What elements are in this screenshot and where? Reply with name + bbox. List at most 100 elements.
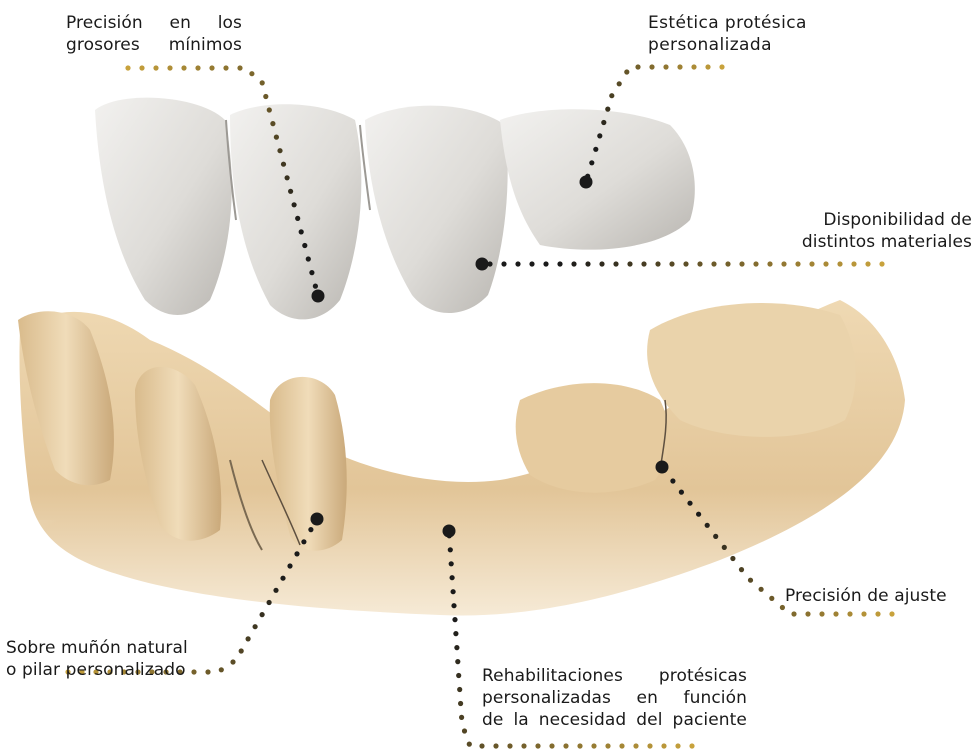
- leader-dot: [454, 645, 459, 650]
- leader-dot: [713, 534, 718, 539]
- label-estetica: Estética protésica personalizada: [648, 12, 828, 56]
- leader-dot: [677, 64, 682, 69]
- leader-dot: [725, 261, 730, 266]
- leader-endpoint: [312, 290, 325, 303]
- leader-dot: [253, 624, 258, 629]
- leader-dot: [879, 261, 884, 266]
- leader-dot: [455, 659, 460, 664]
- leader-dot: [633, 743, 638, 748]
- leader-dot: [577, 743, 582, 748]
- leader-dot: [288, 189, 293, 194]
- leader-dot: [889, 611, 894, 616]
- leader-dot: [851, 261, 856, 266]
- leader-dot: [593, 147, 598, 152]
- leader-dot: [613, 261, 618, 266]
- leader-dot: [449, 561, 454, 566]
- leader-dot: [609, 93, 614, 98]
- leader-dot: [691, 64, 696, 69]
- leader-dot: [153, 65, 158, 70]
- leader-dot: [767, 261, 772, 266]
- leader-dot: [263, 94, 268, 99]
- leader-dot: [549, 743, 554, 748]
- leader-dot: [223, 65, 228, 70]
- label-rehabilitaciones: Rehabilitaciones protésicas personalizad…: [482, 665, 747, 731]
- leader-dot: [730, 556, 735, 561]
- leader-dot: [507, 743, 512, 748]
- leader-dot: [563, 743, 568, 748]
- leader-dot: [837, 261, 842, 266]
- leader-dot: [823, 261, 828, 266]
- leader-dot: [230, 659, 235, 664]
- leader-dot: [661, 743, 666, 748]
- leader-dot: [308, 527, 313, 532]
- leader-dot: [181, 65, 186, 70]
- leader-dot: [453, 631, 458, 636]
- leader-dot: [273, 588, 278, 593]
- leader-dot: [535, 743, 540, 748]
- leader-dot: [805, 611, 810, 616]
- leader-dot: [847, 611, 852, 616]
- leader-dot: [711, 261, 716, 266]
- leader-dot: [467, 742, 472, 747]
- leader-dot: [627, 261, 632, 266]
- leader-dot: [759, 587, 764, 592]
- leader-dot: [795, 261, 800, 266]
- leader-dot: [239, 648, 244, 653]
- leader-dot: [557, 261, 562, 266]
- label-precision-ajuste: Precisión de ajuste: [785, 585, 975, 607]
- leader-dot: [292, 202, 297, 207]
- leader-dot: [281, 162, 286, 167]
- leader-dot: [457, 687, 462, 692]
- leader-dot: [585, 261, 590, 266]
- leader-disponibilidad: [476, 258, 885, 271]
- leader-dot: [719, 64, 724, 69]
- leader-dot: [689, 743, 694, 748]
- leader-dot: [294, 551, 299, 556]
- leader-dot: [739, 261, 744, 266]
- leader-dot: [448, 547, 453, 552]
- leader-dot: [748, 578, 753, 583]
- leader-dot: [195, 65, 200, 70]
- leader-dot: [624, 69, 629, 74]
- leader-dot: [875, 611, 880, 616]
- leader-dot: [267, 107, 272, 112]
- leader-dot: [277, 148, 282, 153]
- leader-dot: [459, 715, 464, 720]
- leader-endpoint: [443, 525, 456, 538]
- leader-dot: [675, 743, 680, 748]
- leader-dot: [274, 135, 279, 140]
- leader-dot: [302, 243, 307, 248]
- leader-dot: [209, 65, 214, 70]
- leader-dot: [452, 617, 457, 622]
- leader-dot: [260, 80, 265, 85]
- leader-dot: [167, 65, 172, 70]
- leader-dot: [591, 743, 596, 748]
- leader-dot: [679, 490, 684, 495]
- leader-dot: [769, 596, 774, 601]
- leader-dot: [865, 261, 870, 266]
- leader-dot: [619, 743, 624, 748]
- leader-dot: [649, 64, 654, 69]
- leader-dot: [515, 261, 520, 266]
- leader-endpoint: [311, 513, 324, 526]
- leader-dot: [529, 261, 534, 266]
- leader-dot: [670, 478, 675, 483]
- leader-dot: [295, 216, 300, 221]
- leader-dot: [571, 261, 576, 266]
- leader-dot: [663, 64, 668, 69]
- leader-dot: [237, 65, 242, 70]
- leader-dot: [543, 261, 548, 266]
- leader-dot: [313, 284, 318, 289]
- leader-dot: [309, 270, 314, 275]
- leader-dot: [479, 743, 484, 748]
- leader-dot: [451, 603, 456, 608]
- leader-dot: [493, 743, 498, 748]
- leader-dot: [705, 64, 710, 69]
- leader-dot: [809, 261, 814, 266]
- leader-dot: [246, 636, 251, 641]
- leader-dot: [635, 64, 640, 69]
- leader-dot: [521, 743, 526, 748]
- leader-dot: [267, 600, 272, 605]
- leader-dot: [287, 563, 292, 568]
- leader-dot: [687, 501, 692, 506]
